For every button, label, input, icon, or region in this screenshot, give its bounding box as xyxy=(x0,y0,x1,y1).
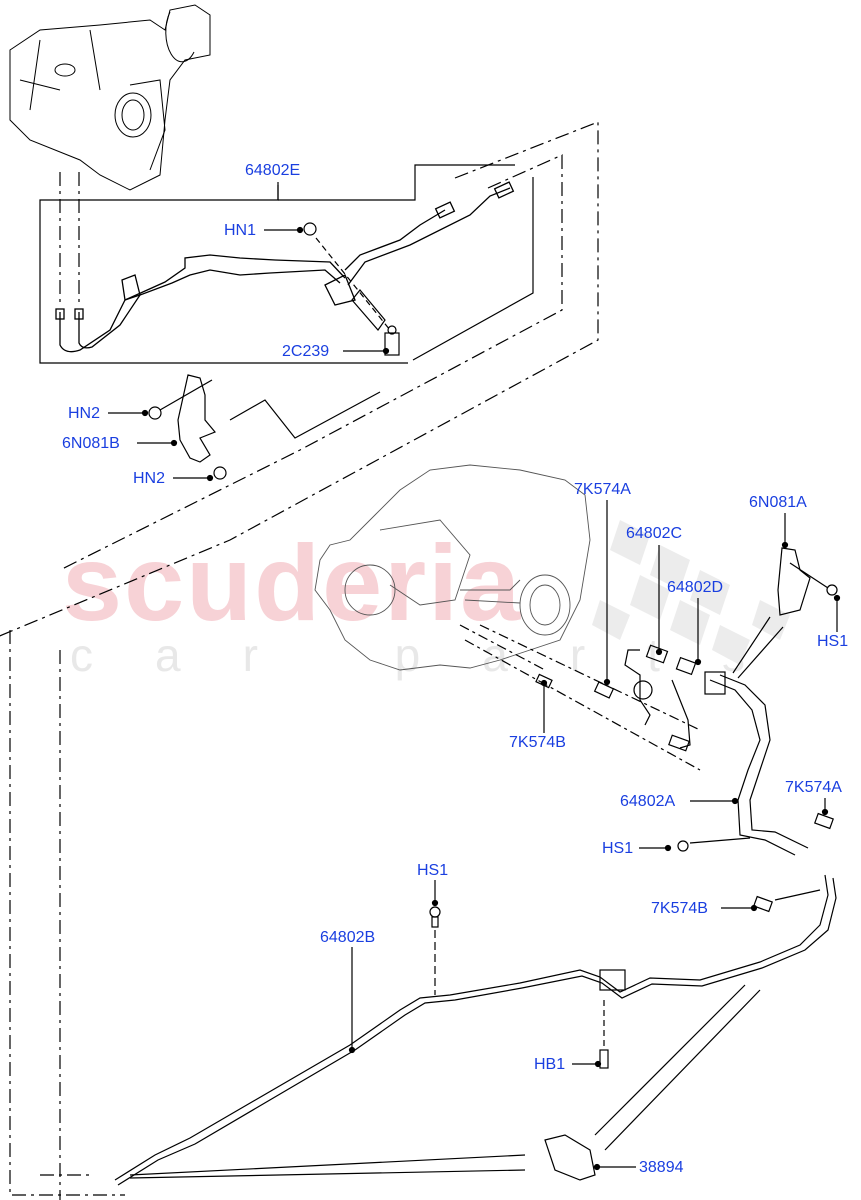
group-box-64802E xyxy=(39,164,534,364)
part-2c239-valve[interactable] xyxy=(384,325,400,356)
part-6n081a-bracket[interactable] xyxy=(777,547,811,616)
label-6N081B[interactable]: 6N081B xyxy=(62,435,120,452)
leader-bracket-lines-2 xyxy=(737,626,784,679)
part-64802D-connector[interactable] xyxy=(675,656,697,676)
part-7k574a-sensor-right[interactable] xyxy=(814,812,834,830)
part-hn1-nut[interactable] xyxy=(303,222,317,236)
label-2C239[interactable]: 2C239 xyxy=(282,343,330,360)
label-HS1-mid[interactable]: HS1 xyxy=(602,840,634,857)
label-64802D[interactable]: 64802D xyxy=(667,579,724,596)
leader-38894 xyxy=(129,984,761,1179)
leader-7k574b-right xyxy=(774,889,821,901)
label-38894[interactable]: 38894 xyxy=(639,1159,684,1176)
part-38894-clip[interactable] xyxy=(544,1134,596,1181)
label-7K574B-right[interactable]: 7K574B xyxy=(651,900,708,917)
label-HB1[interactable]: HB1 xyxy=(534,1056,566,1073)
part-hs1-bolt-mid[interactable] xyxy=(677,840,689,852)
leader-hs1-mid xyxy=(689,837,751,844)
part-7k574a-sensor-mid[interactable] xyxy=(593,681,615,699)
group-box-dashed xyxy=(0,121,599,1200)
transmission-illustration xyxy=(314,464,591,671)
label-HN2-top[interactable]: HN2 xyxy=(68,405,101,422)
label-HN1[interactable]: HN1 xyxy=(224,222,257,239)
part-hb1-bolt[interactable] xyxy=(599,1049,609,1069)
label-7K574A-right[interactable]: 7K574A xyxy=(785,779,842,796)
label-64802C[interactable]: 64802C xyxy=(626,525,683,542)
part-hs1-bolt-lower[interactable] xyxy=(429,906,441,928)
label-HS1-right[interactable]: HS1 xyxy=(817,633,849,650)
label-HN2-bottom[interactable]: HN2 xyxy=(133,470,166,487)
label-7K574B-mid[interactable]: 7K574B xyxy=(509,734,566,751)
pipe-64802C xyxy=(624,644,691,752)
label-leaders xyxy=(108,182,841,1171)
pipe-64802B xyxy=(114,874,837,1186)
label-64802A[interactable]: 64802A xyxy=(620,793,676,810)
bracket-64802E xyxy=(351,289,386,331)
leader-6n081a xyxy=(789,562,829,589)
leader-dashed xyxy=(59,172,80,305)
leader-bracket-lines xyxy=(732,616,771,674)
label-HS1-lower[interactable]: HS1 xyxy=(417,862,449,879)
transfer-case-illustration xyxy=(9,4,211,191)
part-hn2-nut-bottom[interactable] xyxy=(213,466,227,480)
label-64802E[interactable]: 64802E xyxy=(245,162,301,179)
part-7k574b-sensor-right[interactable] xyxy=(753,895,773,913)
part-hs1-bolt-right[interactable] xyxy=(826,584,838,596)
part-6n081b-bracket[interactable] xyxy=(177,374,216,463)
pipe-64802E xyxy=(55,181,515,353)
leader-dashed-transmission xyxy=(459,624,701,771)
label-6N081A[interactable]: 6N081A xyxy=(749,494,807,511)
pipe-64802A xyxy=(704,671,809,856)
group-box-link xyxy=(229,391,381,439)
part-hn2-nut-top[interactable] xyxy=(148,406,162,420)
leader-hn2-top xyxy=(159,379,213,411)
label-7K574A-top[interactable]: 7K574A xyxy=(574,481,631,498)
label-64802B[interactable]: 64802B xyxy=(320,929,376,946)
